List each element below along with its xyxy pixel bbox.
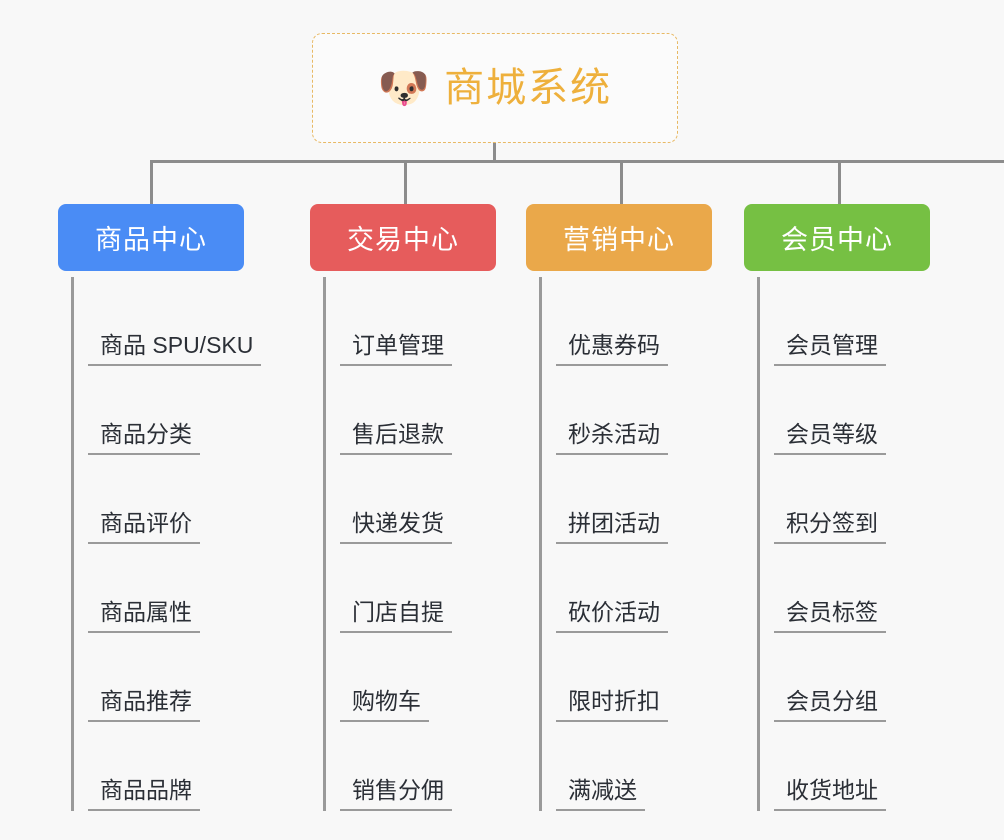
leaf-label: 积分签到 [774,510,886,544]
leaf-label: 秒杀活动 [556,421,668,455]
shiba-dog-face-icon: 🐶 [377,63,431,112]
leaf-label: 商品 SPU/SKU [88,332,262,366]
leaf-item[interactable]: 优惠券码 [556,277,726,366]
leaf-label: 优惠券码 [556,332,668,366]
leaf-label: 会员管理 [774,332,886,366]
leaf-label: 订单管理 [340,332,452,366]
leaf-item[interactable]: 商品分类 [88,366,296,455]
leaf-label: 拼团活动 [556,510,668,544]
leaf-label: 砍价活动 [556,599,668,633]
leaf-item[interactable]: 会员管理 [774,277,944,366]
leaf-item[interactable]: 会员标签 [774,544,944,633]
branch-column-marketing: 营销中心 优惠券码 秒杀活动 拼团活动 砍价活动 限时折扣 满减送 [526,204,726,811]
branch-column-product: 商品中心 商品 SPU/SKU 商品分类 商品评价 商品属性 商品推荐 商品品牌 [58,204,296,811]
category-label: 会员中心 [781,225,893,255]
leaf-item[interactable]: 拼团活动 [556,455,726,544]
root-title: 商城系统 [444,66,613,110]
connector-drop-0 [150,160,153,204]
category-label: 交易中心 [347,225,459,255]
category-label: 营销中心 [563,225,675,255]
leaf-item[interactable]: 会员等级 [774,366,944,455]
leaf-label: 销售分佣 [340,777,452,811]
leaf-item[interactable]: 售后退款 [340,366,510,455]
leaf-item[interactable]: 商品 SPU/SKU [88,277,296,366]
connector-drop-3 [838,160,841,204]
leaf-label: 会员等级 [774,421,886,455]
leaf-label: 商品品牌 [88,777,200,811]
leaf-item[interactable]: 订单管理 [340,277,510,366]
leaf-item[interactable]: 收货地址 [774,722,944,811]
leaf-label: 限时折扣 [556,688,668,722]
connector-drop-1 [404,160,407,204]
leaf-label: 收货地址 [774,777,886,811]
leaf-item[interactable]: 门店自提 [340,544,510,633]
leaf-item[interactable]: 商品推荐 [88,633,296,722]
leaf-list-trade: 订单管理 售后退款 快递发货 门店自提 购物车 销售分佣 [323,277,510,811]
leaf-label: 会员分组 [774,688,886,722]
leaf-label: 快递发货 [340,510,452,544]
leaf-item[interactable]: 满减送 [556,722,726,811]
category-label: 商品中心 [95,225,207,255]
connector-root-stem [493,143,496,162]
leaf-item[interactable]: 砍价活动 [556,544,726,633]
leaf-list-product: 商品 SPU/SKU 商品分类 商品评价 商品属性 商品推荐 商品品牌 [71,277,296,811]
leaf-item[interactable]: 积分签到 [774,455,944,544]
category-box-trade[interactable]: 交易中心 [310,204,496,271]
leaf-item[interactable]: 会员分组 [774,633,944,722]
leaf-item[interactable]: 商品评价 [88,455,296,544]
leaf-label: 会员标签 [774,599,886,633]
leaf-label: 商品推荐 [88,688,200,722]
leaf-item[interactable]: 限时折扣 [556,633,726,722]
category-box-marketing[interactable]: 营销中心 [526,204,712,271]
root-node[interactable]: 🐶 商城系统 [312,33,678,143]
connector-horizontal-bus [150,160,1004,163]
leaf-item[interactable]: 秒杀活动 [556,366,726,455]
leaf-label: 售后退款 [340,421,452,455]
leaf-label: 商品属性 [88,599,200,633]
branch-column-member: 会员中心 会员管理 会员等级 积分签到 会员标签 会员分组 收货地址 [744,204,944,811]
leaf-label: 满减送 [556,777,645,811]
category-box-product[interactable]: 商品中心 [58,204,244,271]
leaf-label: 购物车 [340,688,429,722]
category-box-member[interactable]: 会员中心 [744,204,930,271]
leaf-label: 商品分类 [88,421,200,455]
leaf-item[interactable]: 销售分佣 [340,722,510,811]
leaf-label: 门店自提 [340,599,452,633]
leaf-list-marketing: 优惠券码 秒杀活动 拼团活动 砍价活动 限时折扣 满减送 [539,277,726,811]
leaf-item[interactable]: 快递发货 [340,455,510,544]
leaf-item[interactable]: 购物车 [340,633,510,722]
leaf-label: 商品评价 [88,510,200,544]
branch-column-trade: 交易中心 订单管理 售后退款 快递发货 门店自提 购物车 销售分佣 [310,204,510,811]
leaf-list-member: 会员管理 会员等级 积分签到 会员标签 会员分组 收货地址 [757,277,944,811]
leaf-item[interactable]: 商品属性 [88,544,296,633]
leaf-item[interactable]: 商品品牌 [88,722,296,811]
connector-drop-2 [620,160,623,204]
